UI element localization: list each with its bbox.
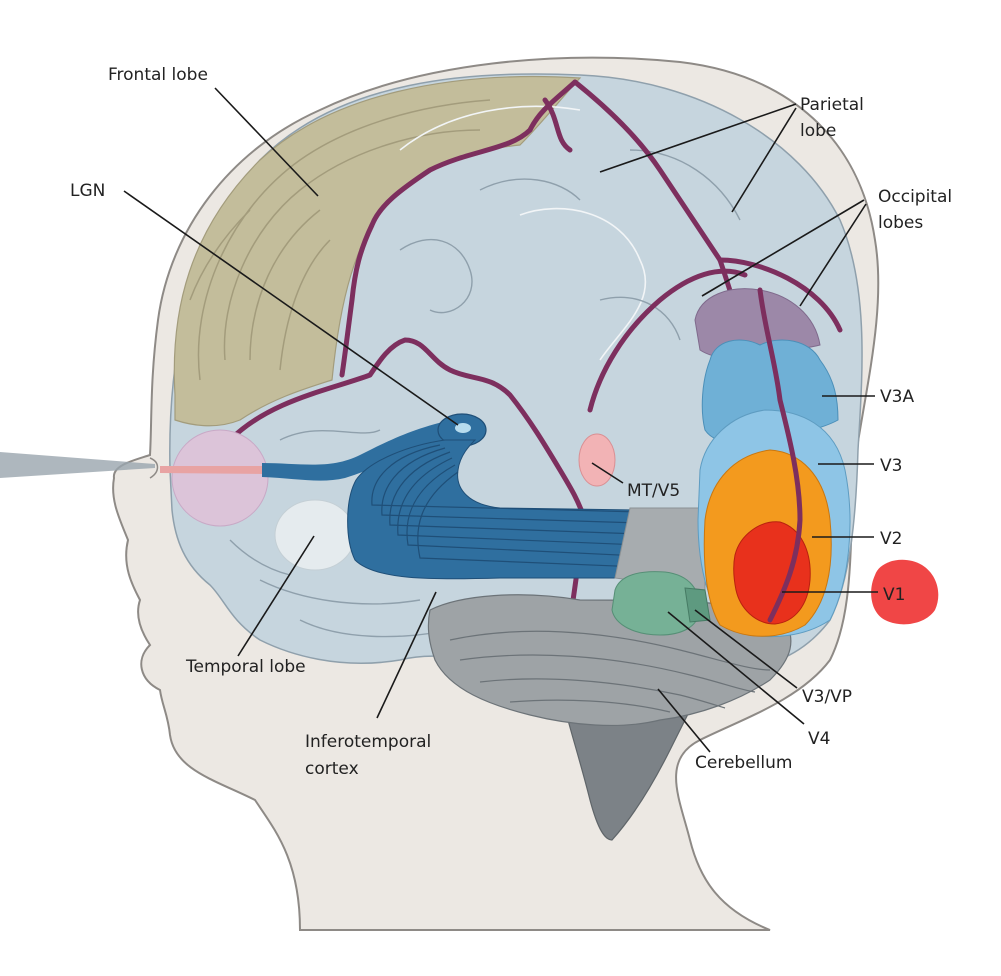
optic-radiation-fiber — [389, 451, 641, 535]
label-inferotemporal-cortex-line2: cortex — [305, 759, 359, 779]
label-v3a: V3A — [880, 387, 914, 407]
lgn-core — [455, 423, 471, 433]
leader-lgn — [123, 190, 459, 426]
area-v3-vp — [684, 587, 711, 623]
optic-tract — [262, 420, 475, 481]
label-temporal-lobe: Temporal lobe — [185, 657, 306, 677]
label-parietal-lobe: Parietal — [800, 95, 864, 115]
leader-occipital-lobes-b — [799, 203, 867, 307]
label-v1: V1 — [883, 585, 905, 605]
label-v2: V2 — [880, 529, 902, 549]
temporal-gyrus-line — [229, 539, 291, 576]
optic-radiation-fiber — [397, 457, 641, 546]
parietal-sulcus — [542, 97, 573, 153]
leader-v3-vp — [694, 609, 798, 689]
label-parietal-lobe-line2: lobe — [800, 121, 836, 141]
cerebellum-fold — [449, 630, 771, 671]
occipital-sulcus — [717, 257, 843, 333]
optic-radiation — [347, 439, 641, 580]
leader-cerebellum — [657, 688, 711, 753]
cerebellum-fold — [479, 678, 726, 709]
label-occipital-lobes-line2: lobes — [878, 213, 923, 233]
label-cerebellum: Cerebellum — [695, 753, 792, 773]
temporal-pole — [171, 429, 269, 527]
parietal-gyrus-line — [399, 105, 581, 151]
frontal-gyrus-line — [197, 99, 491, 381]
parietal-gyrus-line — [479, 178, 581, 201]
cerebellum-fold — [509, 699, 671, 713]
leader-inferotemporal — [376, 591, 437, 719]
leader-mt-v5 — [591, 462, 624, 484]
incoming-light-cone — [0, 452, 155, 478]
label-inferotemporal-cortex: Inferotemporal — [305, 732, 431, 752]
optic-radiation-fiber — [406, 464, 641, 557]
leader-parietal-lobe-a — [599, 103, 797, 173]
label-mt-v5: MT/V5 — [627, 481, 680, 501]
frontal-lobe-region — [173, 75, 582, 427]
leader-occipital-lobes-a — [701, 199, 865, 297]
optic-nerve-red — [160, 466, 265, 474]
temporal-lobe-highlight — [274, 499, 356, 571]
occipital-sulcus — [587, 268, 748, 413]
v1-highlight-marker — [871, 559, 939, 625]
parietal-gyrus-line — [519, 207, 647, 361]
central-sulcus — [339, 79, 578, 378]
leader-frontal-lobe — [214, 87, 319, 197]
label-v3: V3 — [880, 456, 902, 476]
label-lgn: LGN — [70, 181, 105, 201]
frontal-gyrus-line — [249, 209, 321, 361]
optic-radiation-fiber — [371, 444, 641, 513]
leader-parietal-lobe-b — [731, 107, 797, 213]
label-v4: V4 — [808, 729, 830, 749]
label-occipital-lobes: Occipital — [878, 187, 952, 207]
parietal-gyrus-line — [399, 239, 473, 314]
lateral-sulcus — [227, 337, 588, 523]
brainstem — [559, 689, 701, 841]
leader-v4 — [667, 611, 805, 725]
optic-radiation-fiber — [417, 471, 641, 568]
eye-outline — [149, 457, 159, 479]
label-frontal-lobe: Frontal lobe — [108, 65, 208, 85]
parieto-occipital-sulcus — [572, 79, 723, 263]
area-mt-v5 — [578, 433, 616, 487]
temporal-gyrus-line — [259, 579, 421, 605]
area-v1 — [733, 521, 811, 625]
cerebellum-fold — [459, 654, 756, 693]
temporal-gyrus-line — [279, 429, 381, 441]
calcarine-sulcus-occipital — [757, 287, 803, 623]
frontal-gyrus-line — [189, 209, 251, 301]
frontal-gyrus-line — [279, 239, 331, 371]
leader-temporal-lobe — [237, 535, 315, 657]
label-v3-vp: V3/VP — [802, 687, 852, 707]
optic-radiation-fiber — [381, 447, 641, 524]
